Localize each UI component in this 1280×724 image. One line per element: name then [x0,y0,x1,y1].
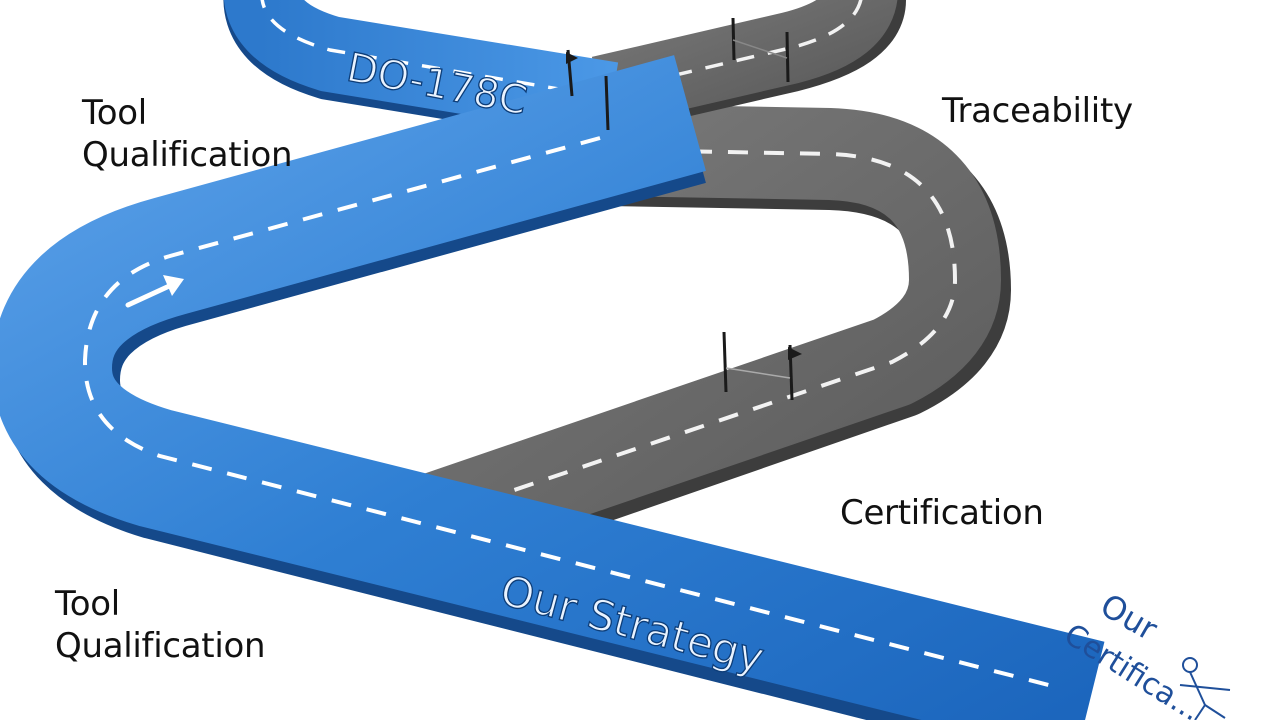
label-tool-qualification-bottom: Tool Qualification [55,584,266,666]
gray-road-lane-marking [469,148,958,507]
flag-icon [566,49,610,131]
flag-icon [722,331,802,401]
flag-icon [731,17,790,83]
figure-icon [1179,657,1231,721]
label-certification: Certification [840,493,1044,533]
gray-road [410,0,1011,579]
blue-road-top-lane [260,0,601,98]
blue-road [0,0,1105,724]
label-tool-qualification-top: Tool Qualification [82,93,293,175]
label-traceability: Traceability [942,91,1133,131]
gray-road-top-lane [611,0,863,92]
blue-road-main-surface [0,55,1105,724]
arrow-icon [125,275,184,308]
blue-road-main-lane [82,136,1061,690]
